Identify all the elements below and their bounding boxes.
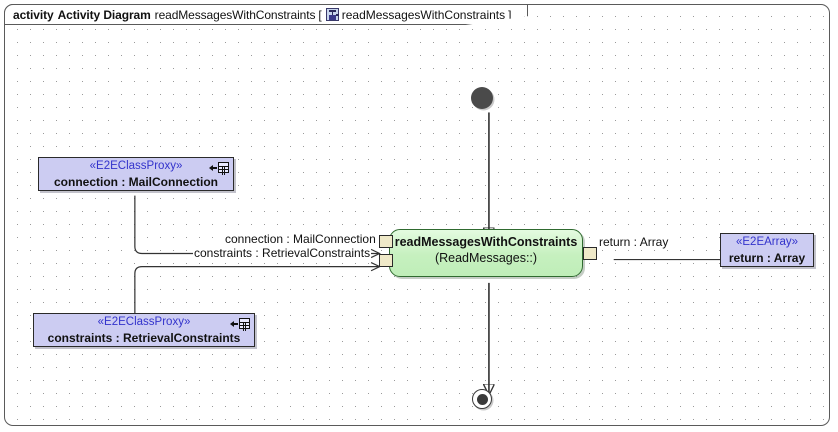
- edge-label-return: return : Array: [598, 235, 670, 250]
- object-node-name: constraints : RetrievalConstraints: [47, 330, 241, 345]
- input-pin-connection[interactable]: [379, 235, 393, 248]
- edge-layer: [134, 112, 838, 432]
- frame-bracket-open: [: [318, 7, 322, 22]
- input-pin-constraints[interactable]: [379, 254, 393, 267]
- action-node[interactable]: readMessagesWithConstraints (ReadMessage…: [389, 229, 583, 277]
- object-node-connection-proxy[interactable]: «E2EClassProxy» connection : MailConnect…: [38, 157, 234, 191]
- frame-bracket-content: readMessagesWithConstraints: [341, 7, 506, 22]
- initial-node[interactable]: [471, 87, 493, 109]
- object-node-name: connection : MailConnection: [54, 174, 218, 189]
- frame-type-label: Activity Diagram: [57, 7, 151, 22]
- edge-label-connection: connection : MailConnection: [224, 232, 377, 247]
- object-node-return-array[interactable]: «E2EArray» return : Array: [720, 233, 814, 267]
- activity-final-node[interactable]: [472, 389, 492, 409]
- frame-keyword: activity: [13, 7, 54, 22]
- edge-label-constraints: constraints : RetrievalConstraints: [193, 246, 372, 261]
- output-pin-return[interactable]: [583, 247, 597, 260]
- object-node-stereotype: «E2EArray»: [735, 236, 798, 248]
- frame-diagram-name: readMessagesWithConstraints: [154, 7, 316, 22]
- diagram-frame-header: activity Activity Diagram readMessagesWi…: [4, 4, 529, 25]
- action-node-title: readMessagesWithConstraints: [394, 235, 578, 249]
- action-node-subtitle: (ReadMessages::): [434, 250, 538, 265]
- activity-diagram-icon: [325, 8, 339, 21]
- class-proxy-icon: [230, 318, 250, 331]
- edge-constraints-to-pin: [134, 267, 380, 320]
- frame-bracket-close: ]: [508, 7, 512, 22]
- object-node-stereotype: «E2EClassProxy»: [97, 316, 191, 328]
- object-node-stereotype: «E2EClassProxy»: [89, 160, 183, 172]
- object-node-constraints-proxy[interactable]: «E2EClassProxy» constraints : RetrievalC…: [33, 313, 255, 347]
- diagram-frame: activity Activity Diagram readMessagesWi…: [4, 4, 830, 426]
- object-node-name: return : Array: [728, 250, 806, 265]
- class-proxy-icon: [209, 162, 229, 175]
